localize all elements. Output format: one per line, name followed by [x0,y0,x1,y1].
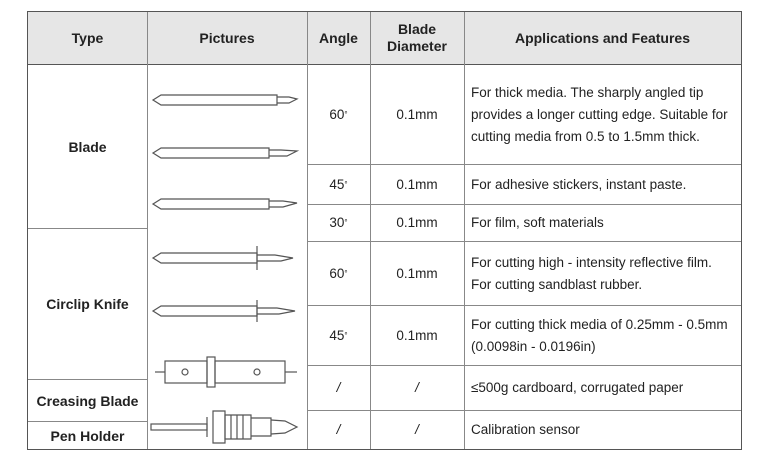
application-cell: ≤500g cardboard, corrugated paper [471,380,684,395]
type-circlip-knife: Circlip Knife [46,296,129,312]
angle-cell: 60° [329,265,348,281]
circlip-45-picture [151,300,296,322]
diameter-cell: 0.1mm [396,327,438,343]
application-cell: For cutting thick media of 0.25mm - 0.5m… [471,316,728,354]
angle-cell: 60° [329,106,348,122]
angle-cell: 30° [329,215,348,230]
blade-60-alt-picture [151,147,300,159]
diameter-cell: / [415,422,419,437]
header-blade-diameter: Blade Diameter [370,12,464,64]
diameter-cell: 0.1mm [396,265,438,281]
application-cell: Calibration sensor [471,422,580,437]
diameter-cell: 0.1mm [396,176,438,192]
creasing-pen-holder-picture [150,410,299,444]
application-cell: For cutting high - intensity reflective … [471,254,712,292]
diameter-cell: 0.1mm [396,106,438,122]
diameter-cell: / [415,380,419,395]
application-cell: For thick media. The sharply angled tip … [471,84,728,144]
circlip-60-picture [151,246,294,270]
application-cell: For film, soft materials [471,215,604,230]
angle-cell: 45° [329,176,348,192]
angle-cell: / [336,422,341,437]
type-creasing-blade: Creasing Blade [36,392,139,409]
type-blade: Blade [68,138,107,155]
header-applications: Applications and Features [464,12,741,64]
angle-cell: 45° [329,327,348,343]
diameter-cell: 0.1mm [396,215,438,230]
blade-60-picture [151,94,299,106]
header-pictures: Pictures [147,12,307,64]
circlip-pin-picture [155,356,297,388]
type-pen-holder: Pen Holder [50,427,125,444]
application-cell: For adhesive stickers, instant paste. [471,176,687,192]
tool-pictures [150,94,300,444]
angle-cell: / [336,380,341,395]
header-type: Type [28,12,147,64]
specification-table: Type Pictures Angle Blade Diameter Appli… [27,11,742,450]
blade-45-picture [151,198,298,210]
header-angle: Angle [307,12,370,64]
